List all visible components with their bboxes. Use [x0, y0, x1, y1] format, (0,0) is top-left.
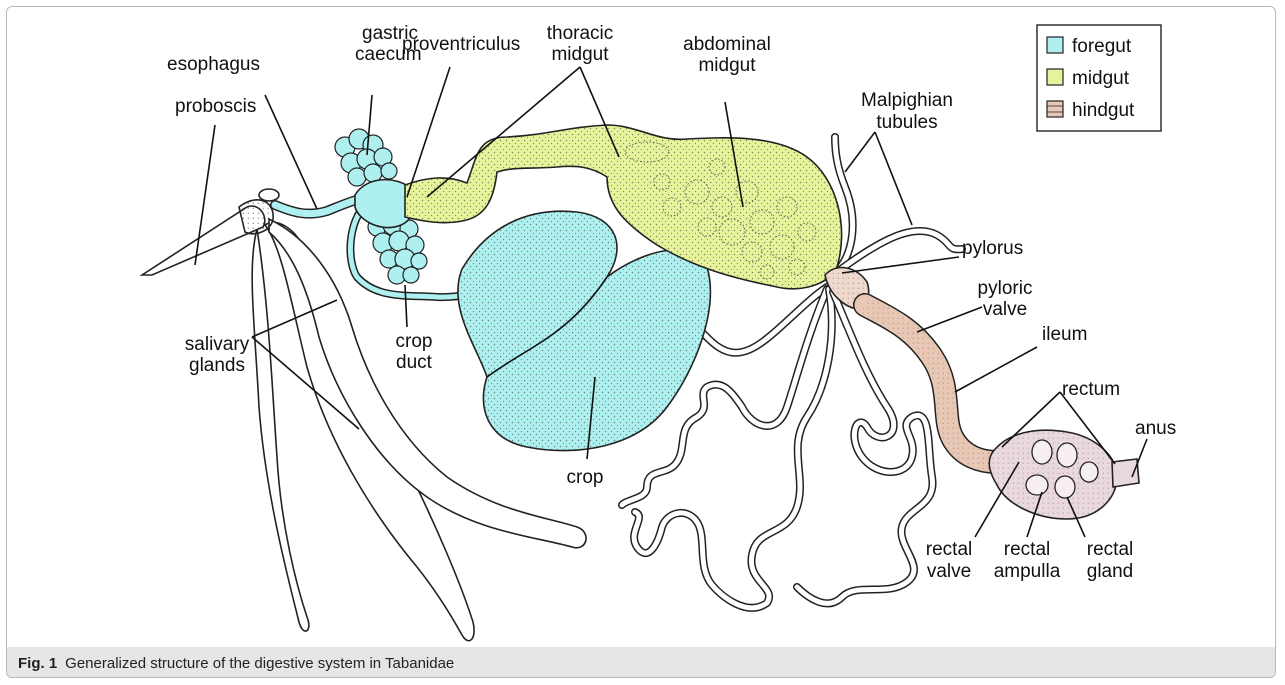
label-rectal-gland-1: rectal — [1087, 539, 1133, 560]
legend-swatch-midgut — [1047, 69, 1063, 85]
legend: foregut midgut hindgut — [1037, 25, 1161, 131]
legend-label-midgut: midgut — [1072, 68, 1130, 89]
label-salivary-glands-1: salivary — [185, 334, 250, 355]
label-rectal-valve-1: rectal — [926, 539, 972, 560]
label-anus: anus — [1135, 418, 1176, 439]
label-malpighian-2: tubules — [876, 112, 937, 133]
label-pyloric-valve-2: valve — [983, 299, 1027, 320]
label-thoracic-midgut-2: midgut — [551, 44, 609, 65]
label-rectal-ampulla-2: ampulla — [994, 561, 1061, 582]
label-rectal-valve-2: valve — [927, 561, 971, 582]
label-rectal-gland-2: gland — [1087, 561, 1134, 582]
label-proventriculus: proventriculus — [402, 34, 520, 55]
label-pyloric-valve-1: pyloric — [978, 278, 1033, 299]
label-rectal-ampulla-1: rectal — [1004, 539, 1050, 560]
label-abdominal-midgut-2: midgut — [698, 55, 756, 76]
label-thoracic-midgut-1: thoracic — [547, 23, 614, 44]
digestive-system-diagram: proboscis esophagus gastric caecum prove… — [7, 7, 1276, 647]
label-abdominal-midgut-1: abdominal — [683, 34, 771, 55]
legend-label-hindgut: hindgut — [1072, 100, 1135, 121]
label-proboscis: proboscis — [175, 96, 256, 117]
label-ileum: ileum — [1042, 324, 1087, 345]
label-crop: crop — [567, 467, 604, 488]
label-crop-duct-2: duct — [396, 352, 433, 373]
figure-frame: proboscis esophagus gastric caecum prove… — [6, 6, 1276, 678]
legend-swatch-foregut — [1047, 37, 1063, 53]
caption-text: Generalized structure of the digestive s… — [65, 655, 454, 672]
label-crop-duct-1: crop — [396, 331, 433, 352]
label-esophagus: esophagus — [167, 54, 260, 75]
legend-swatch-hindgut — [1047, 101, 1063, 117]
label-rectum: rectum — [1062, 379, 1120, 400]
label-pylorus: pylorus — [962, 238, 1023, 259]
label-salivary-glands-2: glands — [189, 355, 245, 376]
figure-caption: Fig. 1 Generalized structure of the dige… — [7, 647, 1275, 678]
caption-figure-number: Fig. 1 — [18, 655, 57, 672]
legend-label-foregut: foregut — [1072, 36, 1132, 57]
label-malpighian-1: Malpighian — [861, 90, 953, 111]
